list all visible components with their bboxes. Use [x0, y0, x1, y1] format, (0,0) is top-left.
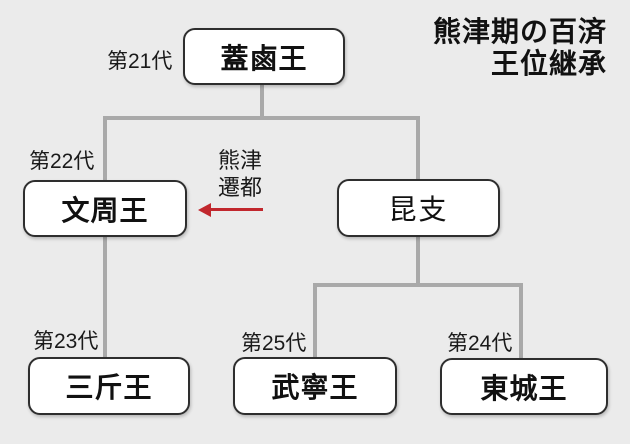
generation-label-24: 第24代 — [447, 332, 513, 355]
generation-label-23: 第23代 — [33, 330, 99, 353]
node-king-dongseong: 東城王 — [440, 358, 608, 415]
connector-gonji-down — [416, 237, 420, 285]
generation-label-22: 第22代 — [29, 150, 95, 173]
node-king-gaero: 蓋鹵王 — [183, 28, 345, 85]
connector-munju-down — [103, 237, 107, 357]
relocation-arrow-left-icon — [198, 203, 211, 217]
node-king-munju: 文周王 — [23, 180, 187, 237]
connector-gonji-up — [416, 118, 420, 179]
connector-muryeong-up — [313, 285, 317, 357]
title-line-2: 王位継承 — [490, 48, 607, 79]
node-king-muryeong: 武寧王 — [233, 357, 397, 415]
diagram-title: 熊津期の百済 王位継承 — [433, 16, 607, 80]
relocation-note-line-1: 熊津 — [217, 148, 262, 173]
connector-gaero-down — [260, 85, 264, 118]
relocation-note-line-2: 遷都 — [217, 175, 262, 200]
generation-label-21: 第21代 — [107, 50, 173, 73]
connector-bottom-branch — [313, 283, 523, 287]
relocation-note: 熊津 遷都 — [205, 147, 275, 201]
connector-munju-up — [103, 118, 107, 180]
node-king-samgeun: 三斤王 — [28, 357, 190, 415]
generation-label-25: 第25代 — [241, 332, 307, 355]
connector-dongseong-up — [519, 285, 523, 358]
title-line-1: 熊津期の百済 — [432, 16, 607, 47]
relocation-arrow-shaft — [210, 208, 263, 211]
node-prince-gonji: 昆支 — [337, 179, 500, 237]
connector-top-branch — [103, 116, 420, 120]
